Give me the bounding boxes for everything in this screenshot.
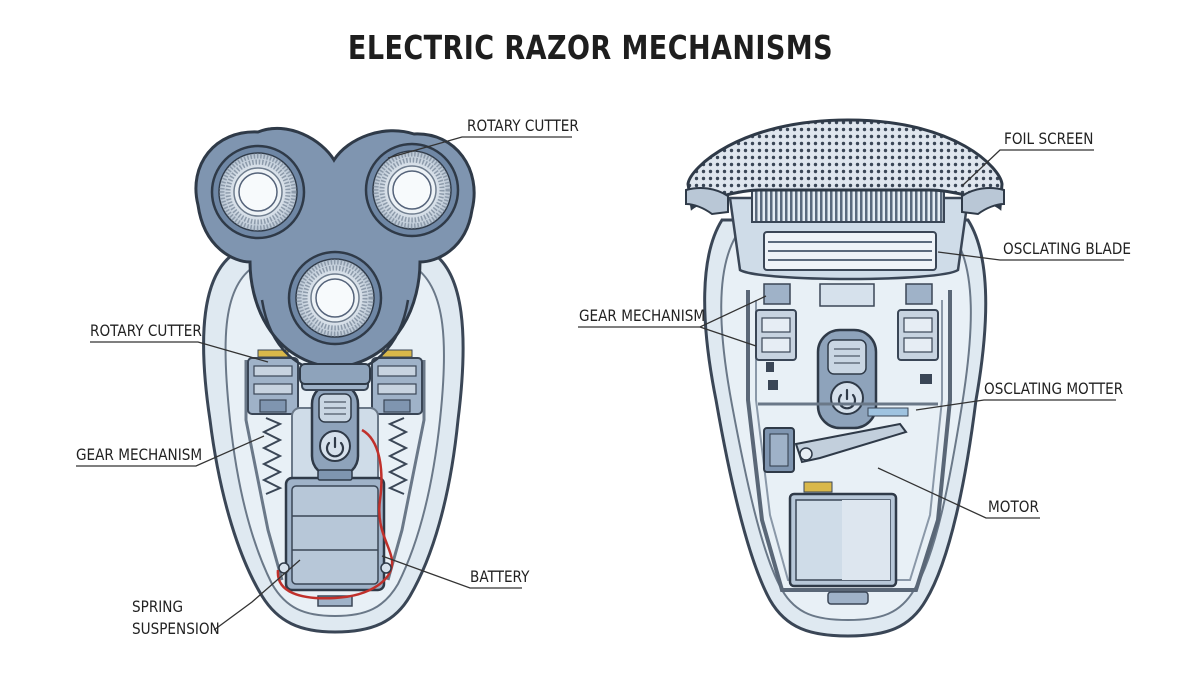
callout-lines: [76, 136, 1124, 631]
leader-motor: [877, 467, 1040, 519]
leader-spring-suspension: [213, 559, 301, 631]
label-motor: MOTOR: [988, 497, 1039, 516]
label-rotary-cutter-top: ROTARY CUTTER: [467, 116, 579, 135]
leader-gear-mechanism-right-b: [699, 326, 757, 347]
leader-oscillating-blade: [937, 251, 1124, 261]
label-rotary-cutter-side: ROTARY CUTTER: [90, 321, 202, 340]
rotary-gear-block-left: [247, 357, 299, 415]
label-gear-mechanism-right: GEAR MECHANISM: [579, 306, 706, 325]
rotary-power-switch: [310, 382, 360, 478]
foil-gear-block-right: [897, 309, 939, 361]
rotary-shaver: [194, 126, 476, 634]
leader-foil-screen: [961, 149, 1094, 187]
label-oscillating-blade: OSCLATING BLADE: [1003, 239, 1131, 258]
foil-shaver: [685, 118, 1005, 638]
leader-battery: [381, 555, 522, 589]
spring-right: [387, 417, 409, 495]
label-foil-screen: FOIL SCREEN: [1004, 129, 1094, 148]
leader-oscillating-motor: [915, 399, 1116, 411]
label-spring-suspension-line2: SUSPENSION: [132, 619, 220, 638]
foil-screen: [686, 118, 1004, 211]
foil-motor: [788, 481, 898, 588]
diagram-title: ELECTRIC RAZOR MECHANISMS: [347, 28, 834, 67]
rotary-head: [194, 126, 476, 385]
oscillating-motor: [763, 422, 908, 473]
leader-rotary-cutter-side: [90, 341, 269, 363]
oscillating-blade: [763, 231, 937, 271]
label-oscillating-motor: OSCLATING MOTTER: [984, 379, 1124, 398]
label-gear-mechanism-left: GEAR MECHANISM: [76, 445, 203, 464]
leader-gear-mechanism-left: [76, 435, 265, 467]
rotary-cutter-left: [212, 146, 304, 238]
rotary-cutter-bottom: [289, 252, 381, 344]
rotary-cutter-right: [366, 144, 458, 236]
rotary-battery: [284, 469, 386, 592]
leader-rotary-cutter-top: [387, 136, 572, 159]
foil-power-switch: [816, 328, 878, 430]
foil-gear-block-left: [755, 309, 797, 361]
foil-blade-teeth: [751, 189, 945, 223]
spring-left: [261, 417, 283, 495]
label-spring-suspension-line1: SPRING: [132, 597, 184, 616]
rotary-gear-block-right: [371, 357, 423, 415]
label-battery: BATTERY: [470, 567, 530, 586]
